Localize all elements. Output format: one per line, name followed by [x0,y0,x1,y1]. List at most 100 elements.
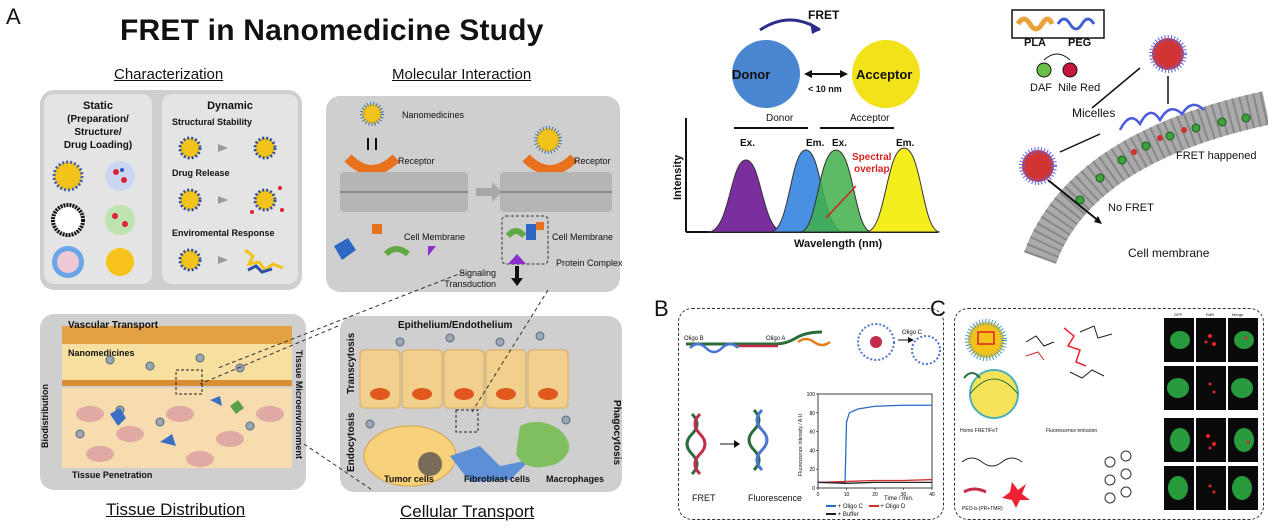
epithelium-label: Epithelium/Endothelium [398,320,513,331]
cellular-transport-heading: Cellular Transport [400,502,535,521]
nile-red-label: Nile Red [1058,82,1101,94]
solid-nanoparticle-icon [106,248,134,276]
col-rdr-label: RdR [1206,312,1215,317]
fret-label: FRET [808,8,840,22]
nanomedicine-icon [360,102,384,126]
microscopy-grid [1164,318,1258,510]
dendrimer-icon [105,205,135,235]
legend-swatch-buffer [826,513,836,516]
x-tick-label: 40 [929,492,935,498]
distance-label: < 10 nm [808,84,842,94]
panel-letter-b: B [654,296,669,321]
static-title: Static [83,100,113,112]
acceptor-em-label: Em. [896,138,915,149]
oligo-a-label: Oligo A [766,336,786,342]
col-merge-label: Merge [1232,312,1244,317]
macrophage-icon [516,421,570,468]
response-row [178,248,284,274]
y-tick-label: 60 [809,430,815,436]
donor-label: Donor [732,67,771,82]
characterization-illustrations [51,136,284,278]
x-tick-label: 0 [817,492,820,498]
signaling-label-1: Signaling [458,268,496,278]
y-tick-label: 0 [812,486,815,492]
receptor-icon [344,154,400,175]
panel-b-helix-illustration [685,408,769,476]
acceptor-spectrum-label: Acceptor [850,113,890,124]
micelles-label: Micelles [1072,106,1116,120]
cell-membrane-micelle-label: Cell membrane [1128,246,1210,260]
x-tick-label: 20 [872,492,878,498]
panel-letter-c: C [930,296,946,321]
environmental-response-label: Enviromental Response [172,228,275,238]
nanomedicines-label: Nanomedicines [402,110,465,120]
dynamic-title: Dynamic [207,100,253,112]
wavelength-axis-label: Wavelength (nm) [794,238,883,250]
donor-ex-label: Ex. [740,138,756,149]
intensity-axis-label: Intensity [672,154,684,200]
fret-happened-label: FRET happened [1176,150,1257,162]
characterization-heading: Characterization [114,66,224,83]
molecular-illustrations [334,102,612,286]
y-tick-label: 20 [809,467,815,473]
acceptor-label: Acceptor [856,67,913,82]
x-tick-label: 10 [844,492,850,498]
panel-c-box [954,308,1264,520]
core-shell-icon [52,246,84,278]
protein-complex-label: Protein Complex [556,258,623,268]
cell-membrane-shape [1024,91,1268,265]
micelle-top-icon [1149,35,1187,73]
signaling-label-2: Transduction [444,279,496,289]
macrophages-label: Macrophages [546,474,605,484]
chart-legend-2: + Buffer [826,512,859,518]
tissue-distribution-heading: Tissue Distribution [106,500,246,519]
chart-legend: + Oligo C + Oligo D [826,504,905,510]
oligo-b-label: Oligo B [684,336,704,342]
spectral-overlap-label-1: Spectral [852,152,892,163]
legend-buffer: + Buffer [837,512,859,518]
panel-c-middle-illustration [1063,325,1132,504]
fluorescence-emission-label: Fluorescence emission [1046,428,1098,434]
peg-label: PEG [1068,37,1092,49]
panel-b-box [678,308,944,520]
no-fret-label: No FRET [1108,202,1154,214]
legend-swatch-oligo-d [868,505,879,508]
panel-b-top-illustration [686,323,941,365]
acceptor-ex-label: Ex. [832,138,848,149]
protein-icon [334,238,356,260]
structural-stability-label: Structural Stability [172,117,253,127]
panel-c-left-illustration [961,319,1055,508]
molecular-interaction-heading: Molecular Interaction [392,66,532,83]
tissue-illustration [62,326,292,468]
connector-lines [199,271,549,491]
fibroblast-cells-label: Fibroblast cells [464,474,531,484]
main-title: FRET in Nanomedicine Study [120,14,544,47]
fret-schematic [685,18,941,233]
polymer-nanoparticle-icon [105,161,135,191]
donor-spectrum-label: Donor [766,113,794,124]
micelle-left-icon [1019,147,1057,185]
chart-xlabel: Time / min. [884,496,914,502]
cellular-illustration [359,331,571,487]
static-sub2: Structure/ [74,127,122,138]
donor-em-label: Em. [806,138,825,149]
receptor-label-left: Receptor [398,156,435,166]
spectral-overlap-label-2: overlap [854,164,890,175]
cell-membrane-label-right: Cell Membrane [552,232,614,242]
chart-ylabel: Fluorescence Intensity / A.U. [798,412,804,476]
vascular-transport-label: Vascular Transport [68,320,159,331]
legend-oligo-c: + Oligo C [837,504,863,510]
micelle-icon [52,160,84,192]
micelle-schematic [1011,9,1268,265]
series-line-3 [817,481,932,484]
series-line-2 [817,478,933,484]
release-row [178,186,284,214]
homo-fret-label: Homo FRET/FeT [960,428,999,434]
col-gfp-label: GFP [1174,312,1183,317]
donor-circle [732,40,800,108]
acceptor-circle [852,40,920,108]
fret-b-label: FRET [692,493,716,503]
legend-swatch-oligo-c [826,505,836,508]
y-tick-label: 100 [807,392,816,398]
